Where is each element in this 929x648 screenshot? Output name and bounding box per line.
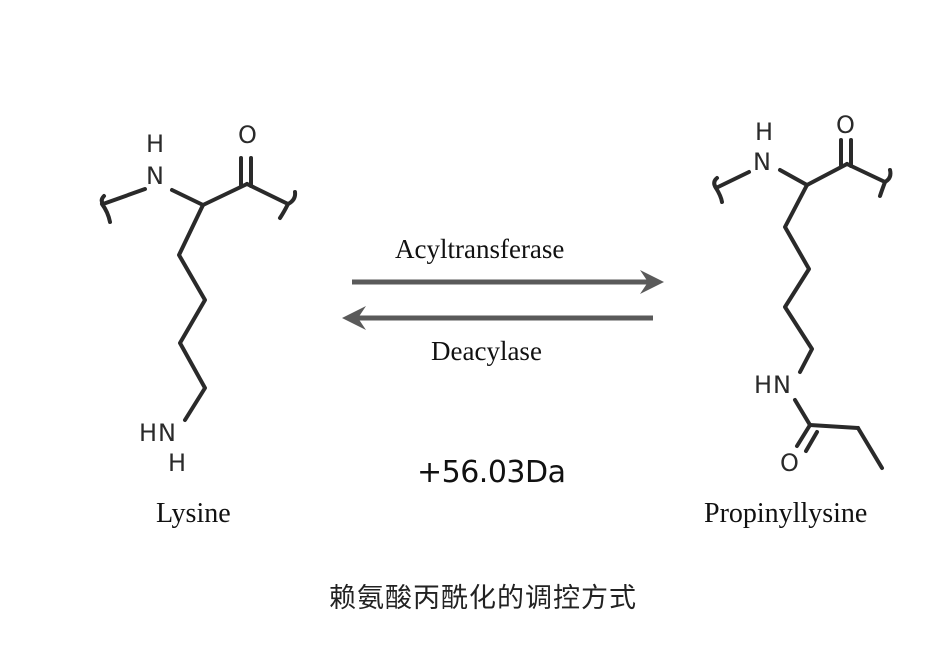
lysine-wavy-left-icon — [99, 187, 147, 206]
lysine-side-h-label: H — [168, 449, 187, 477]
lysine-wavy-right-icon — [286, 190, 298, 206]
propinyllysine-wavy-left-icon — [712, 170, 751, 190]
propinyllysine-backbone-bonds — [712, 138, 893, 204]
lysine-carbonyl-o-label: O — [238, 121, 257, 149]
lysine-side-chain — [177, 203, 207, 422]
propionyl-group-bonds — [793, 398, 884, 470]
deacylase-label: Deacylase — [431, 336, 542, 366]
acyltransferase-label: Acyltransferase — [395, 234, 565, 264]
propinyllysine-acyl-o-label: O — [780, 449, 799, 477]
lysine-backbone-n-label: N — [146, 162, 164, 190]
propinyllysine-carbonyl-o-label: O — [836, 111, 855, 139]
propinyllysine-side-chain — [783, 183, 814, 374]
propinyllysine-name: Propinyllysine — [704, 498, 868, 529]
lysine-backbone-h-label: H — [146, 130, 165, 158]
lysine-side-hn-label: HN — [139, 419, 177, 447]
lysine-name: Lysine — [156, 498, 231, 529]
propinyllysine-backbone-h-label: H — [755, 118, 774, 146]
forward-arrowhead-icon — [640, 270, 664, 294]
propinyllysine-side-hn-label: HN — [754, 371, 792, 399]
mass-shift-label: +56.03Da — [417, 455, 566, 490]
figure-caption: 赖氨酸丙酰化的调控方式 — [329, 583, 637, 614]
lysine-backbone-bonds — [99, 156, 298, 224]
reverse-arrowhead-icon — [342, 306, 366, 330]
propinyllysine-backbone-n-label: N — [753, 148, 771, 176]
